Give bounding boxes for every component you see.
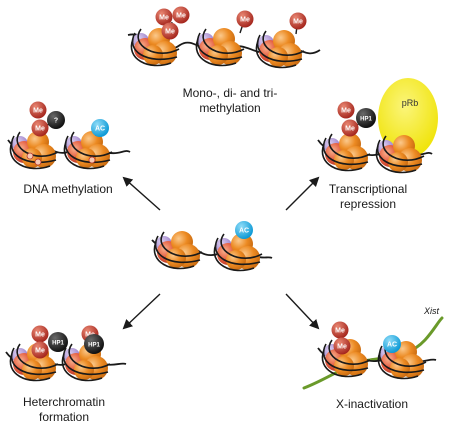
svg-text:AC: AC xyxy=(387,342,397,349)
label-dna-methylation: DNA methylation xyxy=(23,182,113,196)
svg-text:HP1: HP1 xyxy=(360,117,372,123)
me-mark: Me xyxy=(333,337,351,355)
arrow-to-repression xyxy=(285,176,320,211)
me-mark: Me xyxy=(161,22,179,40)
me-mark: Me xyxy=(289,12,307,30)
prb-protein: pRb xyxy=(378,78,438,158)
heterochromatin-chromatin: Me Me HP1 Me HP1 xyxy=(5,325,127,382)
label-methylation: Mono-, di- and tri- methylation xyxy=(182,86,278,115)
hp1-protein: HP1 xyxy=(48,332,68,352)
svg-text:Me: Me xyxy=(337,344,347,351)
hp1-protein: HP1 xyxy=(84,334,104,354)
nucleosome xyxy=(321,132,371,172)
svg-text:Me: Me xyxy=(35,126,45,133)
svg-text:Me: Me xyxy=(33,108,43,115)
central-chromatin: AC xyxy=(151,221,273,272)
svg-text:Me: Me xyxy=(35,332,45,339)
me-mark: Me xyxy=(31,341,49,359)
svg-text:Me: Me xyxy=(240,17,250,24)
me-mark: Me xyxy=(337,101,355,119)
arrow-to-x-inactivation xyxy=(285,293,320,330)
nucleosome xyxy=(195,27,245,67)
dna-methylation-chromatin: Me Me ? AC xyxy=(7,101,131,170)
ac-mark: AC xyxy=(91,119,109,137)
label-transcriptional-repression: Transcriptional repression xyxy=(328,182,408,211)
me-mark: Me xyxy=(155,8,173,26)
nucleosome xyxy=(255,29,305,69)
nucleosome xyxy=(213,232,263,272)
unknown-mark: ? xyxy=(47,111,65,129)
me-mark: Me xyxy=(236,10,254,28)
svg-text:Me: Me xyxy=(176,13,186,20)
svg-text:HP1: HP1 xyxy=(88,343,100,349)
xist-label: Xist xyxy=(423,306,440,316)
svg-text:Me: Me xyxy=(35,348,45,355)
svg-text:Me: Me xyxy=(165,29,175,36)
nucleosome xyxy=(153,230,203,270)
svg-text:Me: Me xyxy=(159,15,169,22)
me-mark: Me xyxy=(172,6,190,24)
svg-text:?: ? xyxy=(54,118,58,125)
me-mark: Me xyxy=(31,325,49,343)
svg-text:Me: Me xyxy=(335,328,345,335)
x-inactivation-chromatin: Xist Me Me AC xyxy=(302,306,444,390)
arrow-to-heterochromatin xyxy=(122,293,161,330)
svg-text:HP1: HP1 xyxy=(52,341,64,347)
ac-mark: AC xyxy=(235,221,253,239)
arrow-to-dna-methylation xyxy=(122,176,161,211)
label-x-inactivation: X-inactivation xyxy=(335,397,409,411)
top-chromatin: Me Me Me Me Me xyxy=(127,6,321,69)
svg-text:Me: Me xyxy=(341,108,351,115)
svg-text:Me: Me xyxy=(345,126,355,133)
svg-text:AC: AC xyxy=(239,228,249,235)
me-mark: Me xyxy=(341,119,359,137)
hp1-protein: HP1 xyxy=(356,108,376,128)
me-mark: Me xyxy=(331,321,349,339)
label-heterochromatin-formation: Heterchromatin formation xyxy=(22,395,106,424)
svg-text:AC: AC xyxy=(95,126,105,133)
svg-text:Me: Me xyxy=(293,19,303,26)
ac-mark: AC xyxy=(383,335,401,353)
nucleosome xyxy=(9,130,59,170)
me-mark: Me xyxy=(31,119,49,137)
nucleosome xyxy=(63,130,113,170)
svg-text:pRb: pRb xyxy=(402,98,419,108)
repression-chromatin: pRb Me Me HP1 xyxy=(317,78,438,174)
me-mark: Me xyxy=(29,101,47,119)
